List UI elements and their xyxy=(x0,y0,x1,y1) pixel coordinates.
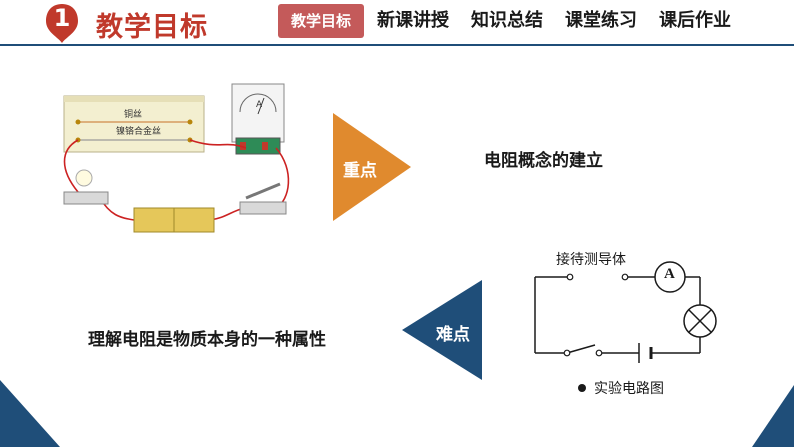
corner-decoration-right xyxy=(752,385,794,447)
top-nav: 教学目标 新课讲授 知识总结 课堂练习 课后作业 xyxy=(278,4,742,38)
difficult-point-tag: 难点 xyxy=(436,325,470,345)
section-number: 1 xyxy=(53,4,71,32)
corner-decoration-left xyxy=(0,380,60,447)
experiment-apparatus-image xyxy=(63,83,290,233)
circuit-ammeter-symbol: A xyxy=(664,266,675,282)
circuit-test-conductor-label: 接待测导体 xyxy=(556,252,626,268)
bullet-dot xyxy=(578,384,586,392)
nav-tab-summary[interactable]: 知识总结 xyxy=(471,10,544,31)
section-badge xyxy=(46,4,78,43)
key-point-tag: 重点 xyxy=(343,161,377,181)
nichrome-wire-label: 镍铬合金丝 xyxy=(116,127,162,137)
page-title: 教学目标 xyxy=(96,12,208,43)
circuit-diagram xyxy=(534,261,717,363)
nav-tab-new-lesson[interactable]: 新课讲授 xyxy=(377,10,450,31)
key-point-text: 电阻概念的建立 xyxy=(484,151,603,171)
copper-wire-label: 铜丝 xyxy=(124,110,143,120)
nav-tab-practice[interactable]: 课堂练习 xyxy=(565,10,638,31)
header-divider xyxy=(0,44,794,46)
key-point-triangle xyxy=(333,113,411,221)
difficult-point-text: 理解电阻是物质本身的一种属性 xyxy=(88,330,326,350)
nav-tab-teaching-goals[interactable]: 教学目标 xyxy=(278,4,365,38)
difficult-point-triangle xyxy=(402,280,482,380)
photo-ammeter-symbol: A xyxy=(256,100,263,110)
circuit-caption: 实验电路图 xyxy=(594,381,664,397)
nav-tab-homework[interactable]: 课后作业 xyxy=(659,10,732,31)
